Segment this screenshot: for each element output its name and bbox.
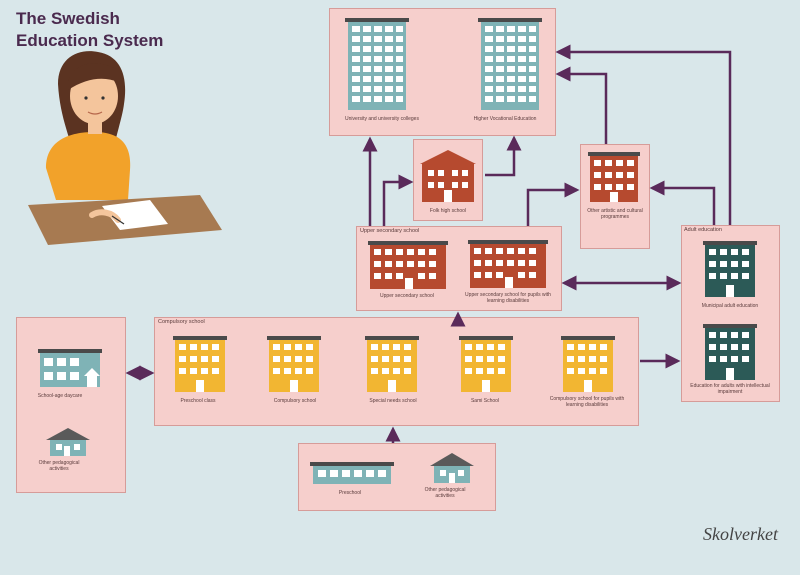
adult-education-header: Adult education: [684, 227, 722, 233]
student-illustration: [28, 51, 222, 245]
left-other-label: Other pedagogical activities: [38, 460, 80, 472]
arrow-upper-arts: [526, 182, 580, 226]
arts-programmes-label: Other artistic and cultural programmes: [587, 208, 643, 220]
compulsory-ld-building-icon: [561, 336, 615, 392]
sami-school-building-icon: [459, 336, 513, 392]
university-building-icon: [345, 18, 409, 110]
preschool-label: Preschool: [338, 490, 362, 496]
arrow-adult-vocational: [555, 44, 732, 225]
compulsory-school-header: Compulsory school: [158, 319, 205, 325]
upper-secondary-ld-building-icon: [468, 240, 548, 288]
arts-building-icon: [588, 152, 640, 202]
arrow-folk-vocational: [485, 135, 522, 177]
municipal-adult-label: Municipal adult education: [701, 303, 759, 309]
vocational-label: Higher Vocational Education: [473, 116, 537, 122]
arrow-upper-folk: [382, 174, 414, 226]
title-line-2: Education System: [16, 31, 164, 50]
preschool-class-label: Preschool class: [180, 398, 216, 404]
upper-secondary-building-icon: [368, 241, 448, 289]
upper-secondary-ld-label: Upper secondary school for pupils with l…: [465, 292, 551, 304]
page-title: The Swedish Education System: [16, 8, 163, 52]
preschool-class-building-icon: [173, 336, 227, 392]
folk-high-school-icon: [420, 150, 476, 202]
left-box: [16, 317, 126, 493]
left-house-icon: [46, 428, 90, 456]
folk-high-school-label: Folk high school: [429, 208, 467, 214]
daycare-label: School-age daycare: [37, 393, 83, 399]
arrow-arts-vocational: [555, 66, 608, 144]
arrows: [125, 44, 732, 443]
special-needs-building-icon: [365, 336, 419, 392]
university-label: University and university colleges: [345, 116, 419, 122]
compulsory-school-label: Compulsory school: [273, 398, 317, 404]
compulsory-school-building-icon: [267, 336, 321, 392]
title-line-1: The Swedish: [16, 9, 120, 28]
sami-label: Sami School: [470, 398, 500, 404]
compulsory-ld-label: Compulsory school for pupils with learni…: [549, 396, 625, 408]
bottom-house-icon: [430, 453, 474, 483]
preschool-building-icon: [310, 462, 394, 484]
skolverket-logo: Skolverket: [703, 524, 778, 544]
adult-ii-building-icon: [703, 324, 757, 380]
daycare-building-icon: [38, 349, 102, 387]
bottom-other-label: Other pedagogical activities: [424, 487, 466, 499]
municipal-adult-building-icon: [703, 241, 757, 297]
arrow-adult-arts: [649, 180, 716, 225]
upper-secondary-header: Upper secondary school: [360, 228, 420, 234]
adult-ii-label: Education for adults with intellectual i…: [690, 383, 770, 395]
vocational-building-icon: [478, 18, 542, 110]
special-needs-label: Special needs school: [369, 398, 417, 404]
upper-secondary-label: Upper secondary school: [380, 293, 434, 299]
